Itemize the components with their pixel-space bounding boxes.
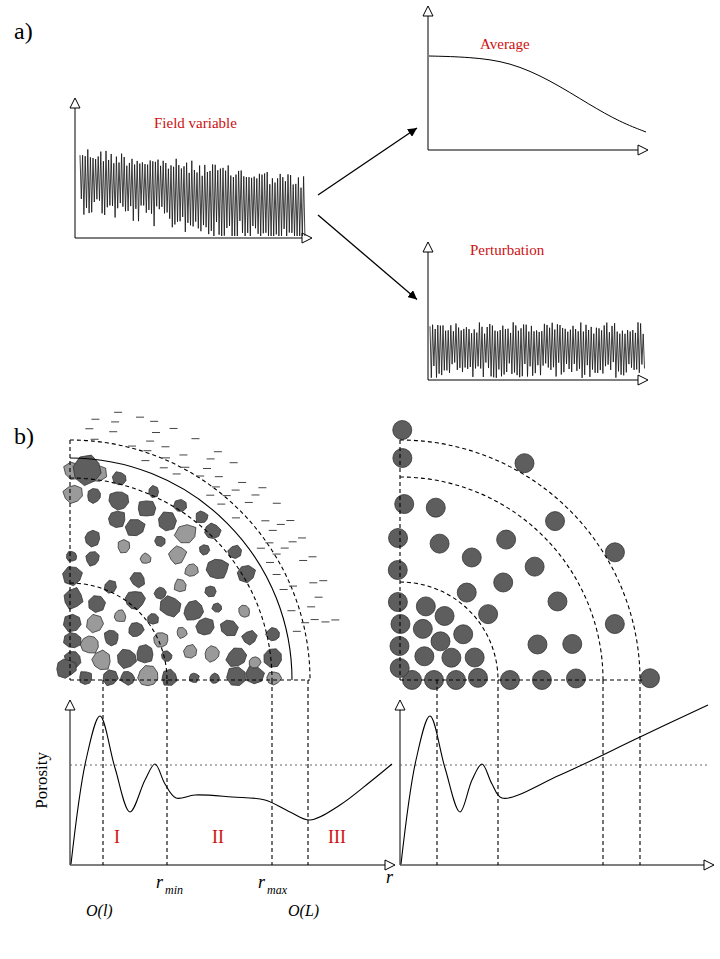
region-label: I xyxy=(114,828,120,848)
porosity-curve-right xyxy=(401,705,708,864)
perturbation-signal xyxy=(430,322,645,378)
subscript: min xyxy=(165,884,183,897)
axis-label: Porosity xyxy=(33,752,52,809)
fluid-marks xyxy=(85,412,339,631)
perturbation-plot: Perturbation xyxy=(420,240,655,385)
plot-title: Average xyxy=(478,36,532,53)
panel-label: b) xyxy=(14,423,34,449)
porosity-guides xyxy=(70,680,710,865)
average-curve xyxy=(429,56,646,132)
panel-label: a) xyxy=(14,18,33,44)
arrow-connector xyxy=(318,128,417,195)
field-variable-plot: Field variable xyxy=(60,95,315,245)
axis-label: r xyxy=(386,868,393,888)
perturbation-axes xyxy=(423,242,648,385)
region-label: II xyxy=(212,828,224,848)
scale-label: O(l) xyxy=(86,902,113,920)
field-axes xyxy=(70,98,312,243)
porosity-axes-right xyxy=(395,700,714,870)
plot-title: Perturbation xyxy=(468,242,546,259)
porosity-axes-left xyxy=(65,700,395,870)
sphere-packing xyxy=(388,421,659,690)
porosity-curve-left xyxy=(71,716,392,864)
radius-symbol: r xyxy=(156,873,163,893)
subscript: max xyxy=(267,884,287,897)
arrow-connector xyxy=(318,215,417,299)
scale-label: O(L) xyxy=(288,902,319,920)
irregular-packing xyxy=(57,440,310,686)
radius-symbol: r xyxy=(258,873,265,893)
average-axes xyxy=(423,6,648,155)
field-signal xyxy=(80,149,305,236)
region-label: III xyxy=(328,828,346,848)
average-plot: Average xyxy=(420,0,655,155)
plot-title: Field variable xyxy=(152,115,239,132)
